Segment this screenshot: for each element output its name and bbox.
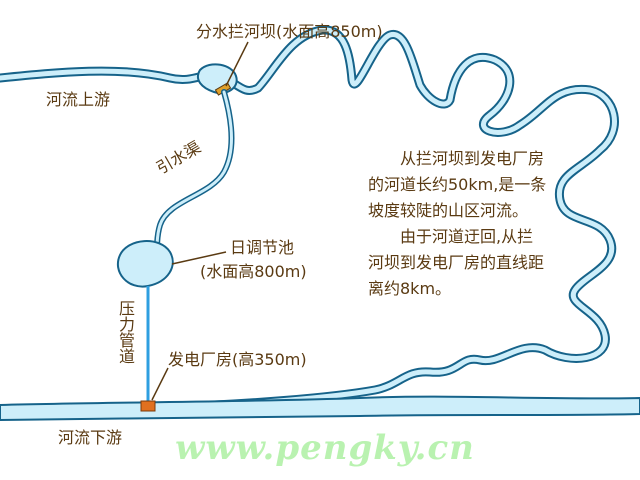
plant-label: 发电厂房(高350m) xyxy=(168,350,307,369)
pond-leader xyxy=(171,251,227,265)
description-para1-line2: 的河道长约50km,是一条 xyxy=(368,175,547,194)
powerhouse-marker xyxy=(140,400,156,412)
upstream-label: 河流上游 xyxy=(46,90,111,109)
description-para1-line1: 从拦河坝到发电厂房 xyxy=(400,149,545,168)
watermark: www.pengky.cn xyxy=(175,428,475,468)
dam-label: 分水拦河坝(水面高850m) xyxy=(196,22,383,41)
pond-name-label: 日调节池 xyxy=(230,238,295,257)
description-para1-line3: 坡度较陡的山区河流。 xyxy=(368,201,529,220)
pipe-label: 压力管道 xyxy=(116,300,135,364)
river-lower-reach xyxy=(0,395,640,422)
diversion-canal-water xyxy=(154,90,233,252)
description-para2-line2: 河坝到发电厂房的直线距 xyxy=(368,253,545,272)
description-para2-line1: 由于河道迂回,从拦 xyxy=(400,227,534,246)
dam-leader xyxy=(225,41,249,87)
downstream-label: 河流下游 xyxy=(58,428,123,447)
description-block: 从拦河坝到发电厂房 的河道长约50km,是一条 坡度较陡的山区河流。 由于河道迂… xyxy=(368,146,600,302)
pond-level-label: (水面高800m) xyxy=(200,262,307,281)
description-para2-line3: 离约8km。 xyxy=(368,279,452,298)
river-upper-water xyxy=(0,27,617,413)
regulating-pond xyxy=(117,240,174,288)
plant-leader xyxy=(151,367,169,401)
